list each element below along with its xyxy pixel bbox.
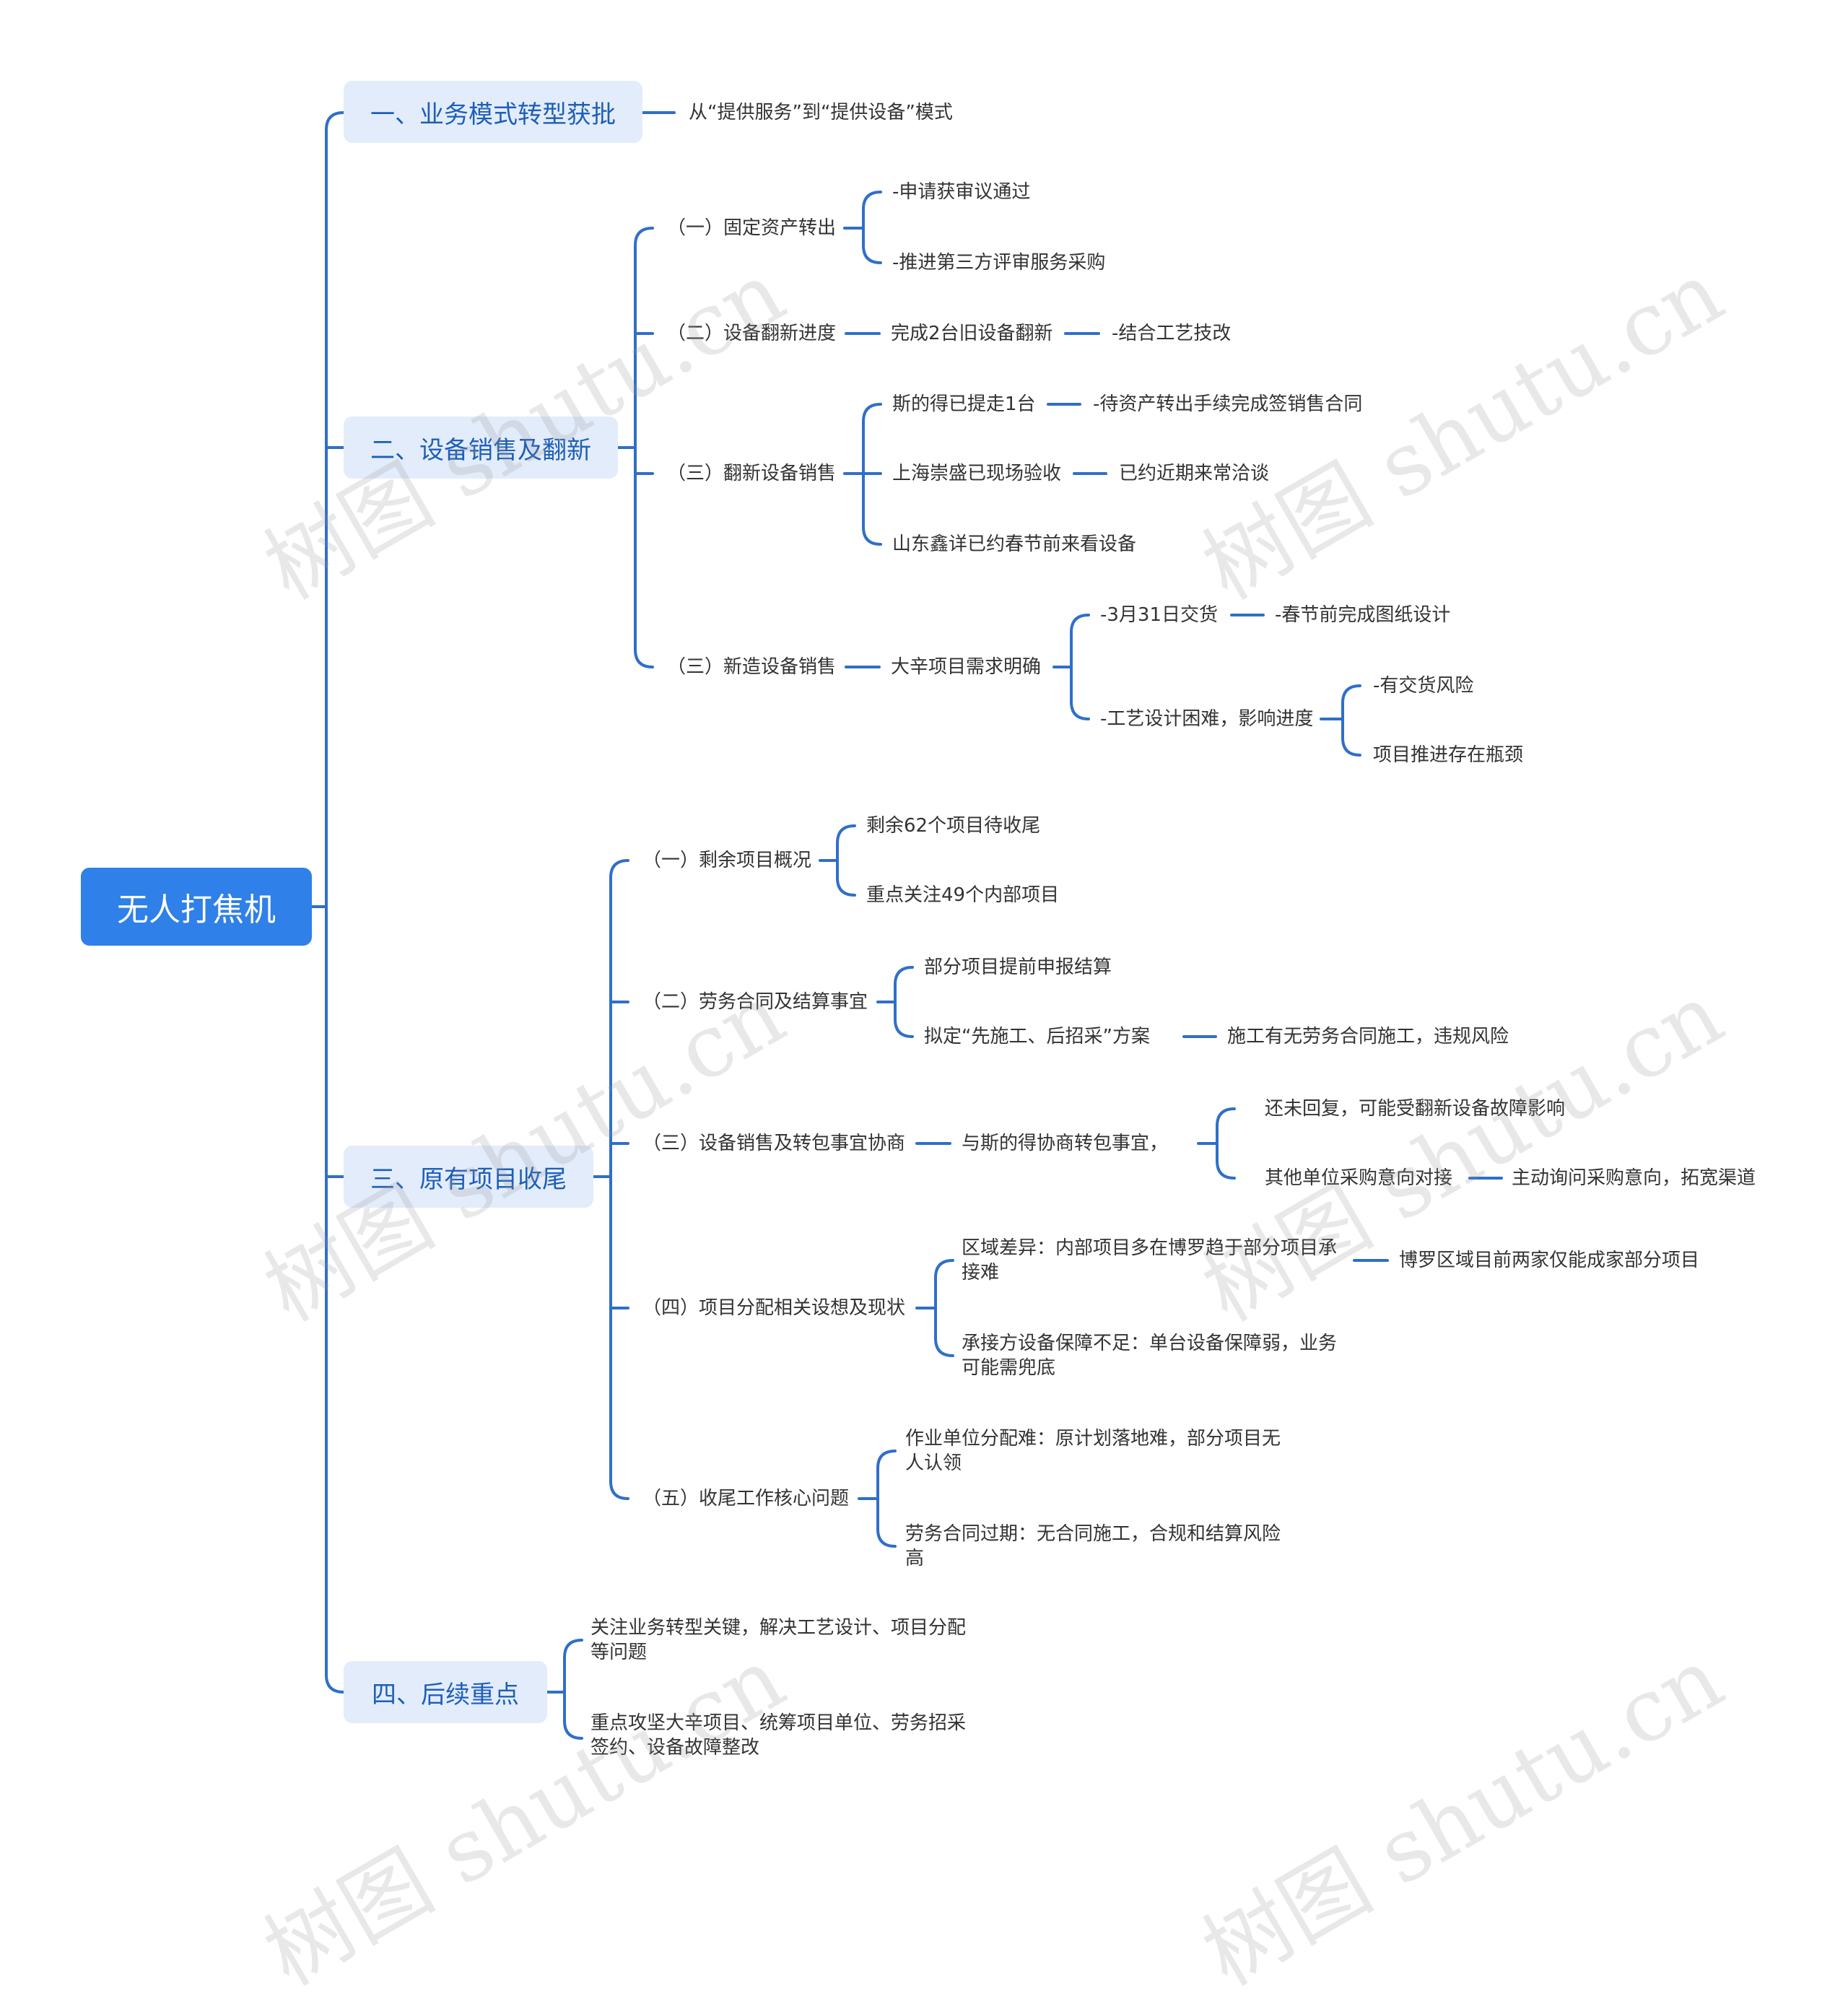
leaf-early-settlement[interactable]: 部分项目提前申报结算	[924, 956, 1112, 978]
leaf-daxin-demand[interactable]: 大辛项目需求明确	[891, 656, 1042, 678]
link-b3s1-fork	[836, 824, 856, 897]
leaf-sidede-picked-up[interactable]: 斯的得已提走1台	[892, 393, 1036, 415]
leaf-focus-transformation[interactable]: 关注业务转型关键，解决工艺设计、项目分配等问题	[590, 1617, 967, 1663]
branch-business-model[interactable]: 一、业务模式转型获批	[344, 81, 642, 143]
branch-next-focus[interactable]: 四、后续重点	[344, 1661, 547, 1723]
leaf-regional-difference[interactable]: 区域差异：内部项目多在博罗趋于部分项目承接难	[962, 1237, 1338, 1284]
sub-subcontract-talks[interactable]: （三）设备销售及转包事宜协商	[642, 1133, 906, 1154]
leaf-drawing-design[interactable]: -春节前完成图纸设计	[1275, 604, 1451, 626]
leaf-tackle-daxin[interactable]: 重点攻坚大辛项目、统筹项目单位、劳务招采签约、设备故障整改	[590, 1712, 967, 1759]
link-b3s4-fork	[934, 1259, 954, 1357]
leaf-equipment-guarantee[interactable]: 承接方设备保障不足：单台设备保障弱，业务可能需兜底	[962, 1333, 1338, 1379]
sub-new-equipment-sales[interactable]: （三）新造设备销售	[667, 656, 837, 678]
leaf-other-buyers[interactable]: 其他单位采购意向对接	[1265, 1167, 1453, 1189]
leaf-shanghai-accepted[interactable]: 上海崇盛已现场验收	[892, 463, 1062, 484]
leaf-process-difficulty[interactable]: -工艺设计困难，影响进度	[1100, 708, 1314, 730]
leaf-violation-risk[interactable]: 施工有无劳务合同施工，违规风险	[1227, 1026, 1509, 1047]
sub-project-allocation[interactable]: （四）项目分配相关设想及现状	[642, 1297, 906, 1319]
leaf-contract-expired[interactable]: 劳务合同过期：无合同施工，合规和结算风险高	[905, 1523, 1281, 1569]
link-b4-fork	[563, 1639, 583, 1740]
leaf-unit-allocation[interactable]: 作业单位分配难：原计划落地难，部分项目无人认领	[905, 1428, 1281, 1474]
leaf-delivery-risk[interactable]: -有交货风险	[1373, 675, 1474, 697]
root-topic[interactable]: 无人打焦机	[81, 868, 312, 946]
link-b3s2-fork	[894, 966, 914, 1038]
link-b2s4-a2-fork	[1341, 684, 1361, 757]
link-b3s5-fork	[876, 1450, 897, 1548]
sub-labor-contract[interactable]: （二）劳务合同及结算事宜	[642, 991, 868, 1013]
leaf-visit-scheduled[interactable]: 已约近期来常洽谈	[1119, 463, 1270, 484]
connector-lines	[310, 111, 1503, 1740]
leaf-third-party-review[interactable]: -推进第三方评审服务采购	[892, 252, 1106, 274]
leaf-shandong-visit[interactable]: 山东鑫详已约春节前来看设备	[892, 533, 1137, 555]
leaf-bottleneck[interactable]: 项目推进存在瓶颈	[1373, 744, 1524, 766]
sub-refurbish-progress[interactable]: （二）设备翻新进度	[667, 323, 837, 344]
branch-equipment-sales[interactable]: 二、设备销售及翻新	[344, 417, 618, 479]
link-b3-trunk	[609, 859, 629, 1500]
leaf-two-refurbished[interactable]: 完成2台旧设备翻新	[891, 323, 1053, 344]
leaf-approval-passed[interactable]: -申请获审议通过	[892, 181, 1031, 203]
branch-project-closeout[interactable]: 三、原有项目收尾	[344, 1146, 593, 1208]
link-b3s3-fork	[1216, 1107, 1236, 1180]
leaf-no-reply[interactable]: 还未回复，可能受翻新设备故障影响	[1265, 1098, 1566, 1120]
leaf-construct-first-plan[interactable]: 拟定“先施工、后招采”方案	[924, 1026, 1150, 1047]
sub-refurbished-sales[interactable]: （三）翻新设备销售	[667, 463, 837, 484]
leaf-delivery-date[interactable]: -3月31日交货	[1100, 604, 1219, 626]
leaf-remaining-62[interactable]: 剩余62个项目待收尾	[866, 815, 1041, 837]
leaf-pending-contract[interactable]: -待资产转出手续完成签销售合同	[1093, 393, 1363, 415]
link-b2s4-fork	[1070, 614, 1090, 720]
link-b2s1-fork	[862, 191, 882, 264]
leaf-boluo-two[interactable]: 博罗区域目前两家仅能成家部分项目	[1399, 1250, 1700, 1271]
sub-remaining-overview[interactable]: （一）剩余项目概况	[642, 850, 812, 871]
leaf-service-to-equipment[interactable]: 从“提供服务”到“提供设备”模式	[689, 102, 953, 123]
leaf-expand-channels[interactable]: 主动询问采购意向，拓宽渠道	[1512, 1167, 1756, 1189]
link-root-trunk	[325, 111, 345, 1694]
sub-core-issues[interactable]: （五）收尾工作核心问题	[642, 1488, 850, 1509]
sub-fixed-asset-transfer[interactable]: （一）固定资产转出	[667, 217, 837, 239]
leaf-sidede-subcontract[interactable]: 与斯的得协商转包事宜，	[962, 1133, 1169, 1154]
leaf-process-upgrade[interactable]: -结合工艺技改	[1112, 323, 1232, 344]
link-b2-trunk	[634, 227, 654, 668]
leaf-focus-49[interactable]: 重点关注49个内部项目	[866, 884, 1060, 906]
